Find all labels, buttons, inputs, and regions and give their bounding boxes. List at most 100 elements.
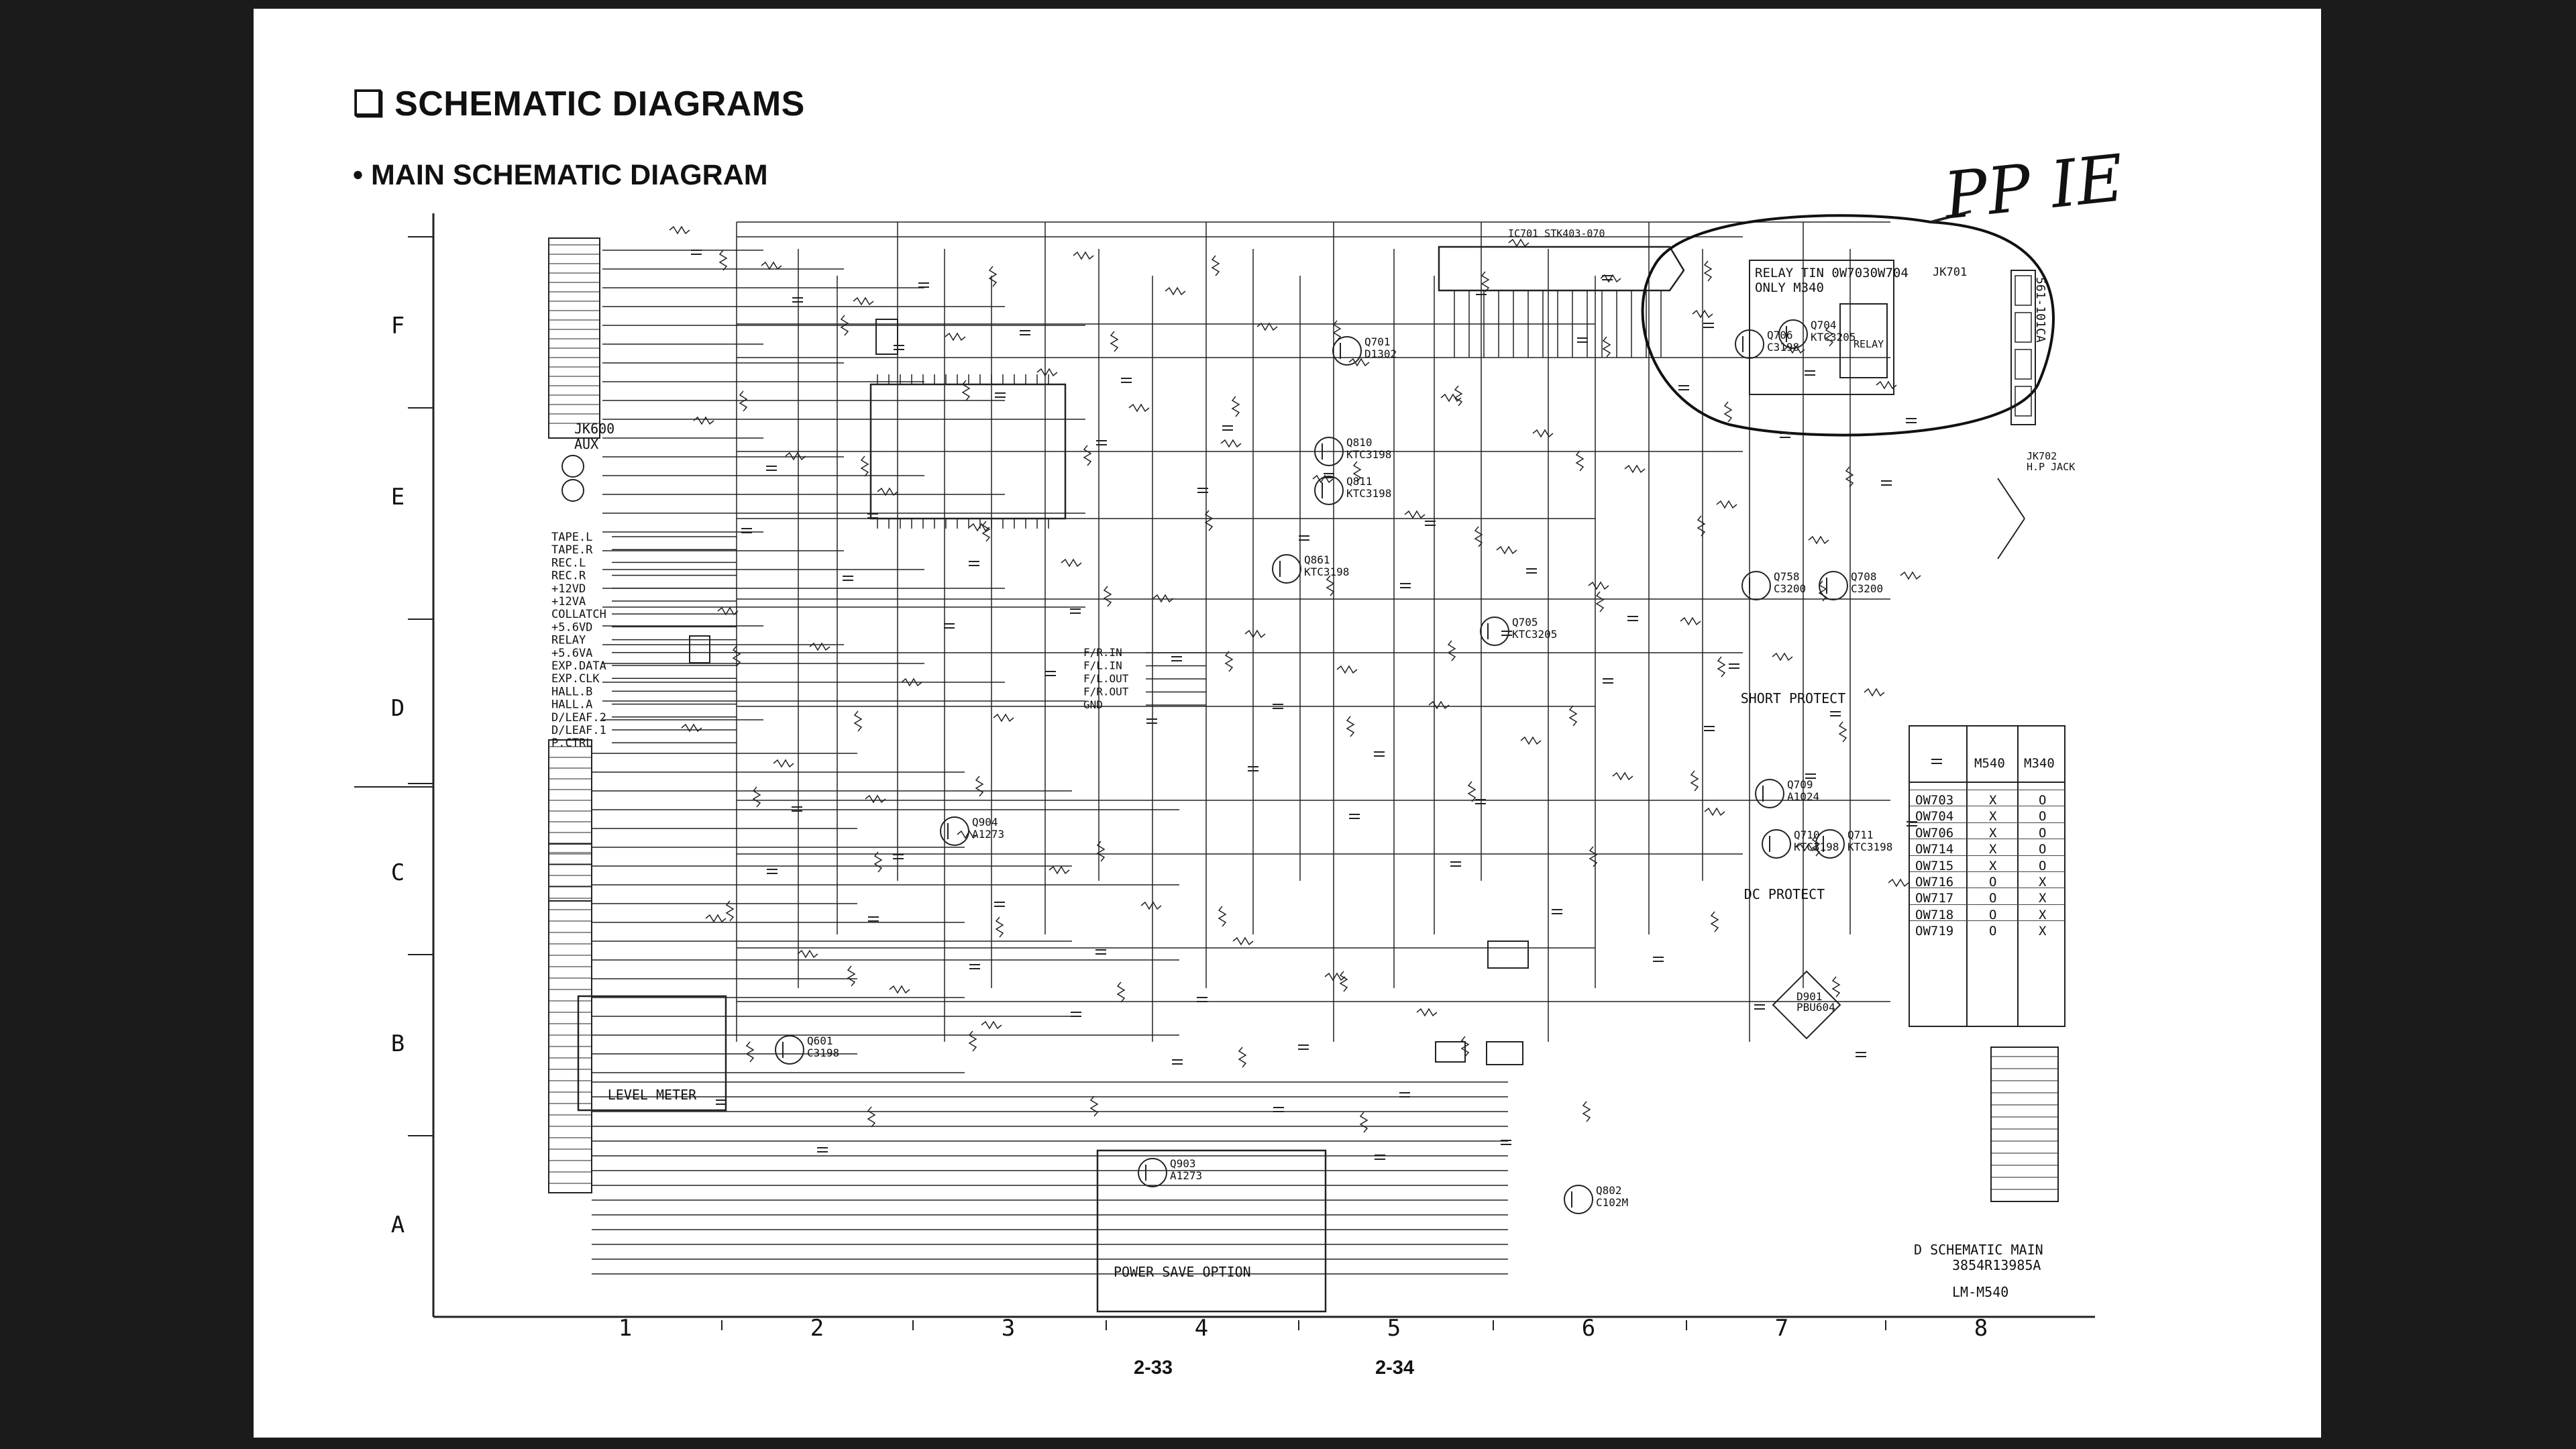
ic701-power-amp xyxy=(1438,246,1685,292)
resistor xyxy=(1690,770,1699,792)
resistor xyxy=(1324,972,1346,981)
resistor xyxy=(1811,835,1821,857)
resistor xyxy=(809,642,830,651)
resistor xyxy=(1220,439,1242,448)
title-block-line3: LM-M540 xyxy=(1952,1284,2008,1300)
option-ref: OW718 xyxy=(1915,907,1954,922)
io-label: F/R.IN xyxy=(1083,646,1122,659)
resistor xyxy=(1864,688,1885,697)
option-table-col-divider xyxy=(1966,727,1968,1026)
regulator-ic xyxy=(1435,1041,1466,1063)
grid-col-label-8: 8 xyxy=(1974,1315,1988,1342)
resistor xyxy=(1481,271,1490,292)
connector-label: TAPE.R xyxy=(551,543,593,557)
option-m540: O xyxy=(1989,907,1997,922)
resistor xyxy=(1218,906,1227,927)
grid-col-label-5: 5 xyxy=(1387,1315,1401,1342)
resistor xyxy=(1796,843,1817,852)
resistor xyxy=(717,606,739,616)
transistor-part: C3198 xyxy=(807,1046,839,1059)
connector-label: REC.R xyxy=(551,570,586,583)
transistor-part: KTC3198 xyxy=(1304,566,1349,578)
resistor xyxy=(1096,841,1106,862)
page-number-right: 2-34 xyxy=(1375,1357,1415,1379)
option-m340: X xyxy=(2039,924,2047,939)
resistor xyxy=(1692,309,1713,319)
transistor-q709 xyxy=(1755,779,1784,808)
resistor xyxy=(945,332,966,341)
resistor xyxy=(865,794,886,804)
resistor xyxy=(961,380,971,401)
grid-row-label-d: D xyxy=(391,695,405,722)
resistor xyxy=(1447,640,1456,661)
connector-label: D/LEAF.2 xyxy=(551,711,606,724)
connector-label: +12VD xyxy=(551,582,586,596)
level-meter-label: LEVEL METER xyxy=(608,1087,697,1103)
resistor xyxy=(1232,936,1254,946)
schematic-page: ❑ SCHEMATIC DIAGRAMS • MAIN SCHEMATIC DI… xyxy=(254,9,2321,1438)
resistor xyxy=(1602,336,1611,358)
resistor xyxy=(853,710,863,732)
grid-col-label-2: 2 xyxy=(810,1315,824,1342)
connector-cn-mid xyxy=(548,739,592,902)
section-title: ❑ SCHEMATIC DIAGRAMS xyxy=(353,85,805,123)
resistor xyxy=(1838,721,1847,743)
resistor xyxy=(1346,716,1355,737)
resistor xyxy=(1326,575,1335,596)
transistor-q601 xyxy=(775,1035,804,1065)
jk701-slot xyxy=(2015,312,2032,343)
connector-cn-bottom xyxy=(548,843,592,1193)
resistor xyxy=(732,645,741,667)
resistor xyxy=(681,723,702,733)
option-m540: X xyxy=(1989,809,1997,824)
transistor-ref: Q705 xyxy=(1512,616,1538,629)
resistor xyxy=(995,916,1004,938)
jk701-part: 561-101CA xyxy=(2033,277,2047,343)
resistor xyxy=(1697,515,1706,537)
grid-row-label-a: A xyxy=(391,1212,405,1238)
transistor-ref: Q708 xyxy=(1851,570,1877,583)
transistor-part: C3200 xyxy=(1851,582,1883,595)
grid-col-label-1: 1 xyxy=(619,1315,632,1342)
resistor xyxy=(1140,901,1162,910)
resistor xyxy=(981,521,991,542)
resistor xyxy=(1256,322,1278,331)
resistor xyxy=(993,713,1014,722)
transistor-ref: Q904 xyxy=(972,816,998,828)
connector-label: P.CTRL xyxy=(551,737,592,750)
relay-box-line1: RELAY TIN 0W7030W704 xyxy=(1755,266,1909,280)
transistor-ref: Q861 xyxy=(1304,553,1330,566)
transistor-part: D1302 xyxy=(1364,347,1397,360)
transistor-q701 xyxy=(1332,336,1362,366)
relay-symbol xyxy=(1839,303,1888,378)
grid-col-label-3: 3 xyxy=(1002,1315,1015,1342)
regulator-ic xyxy=(1487,941,1529,969)
option-table-rule xyxy=(1910,904,2064,905)
transistor-part: C3200 xyxy=(1774,582,1806,595)
relay-box-line2: ONLY M340 xyxy=(1755,280,1824,295)
resistor xyxy=(1582,1101,1591,1122)
connector-label: RELAY xyxy=(551,634,586,647)
option-ref: OW715 xyxy=(1915,858,1954,873)
option-table-header-m540: M540 xyxy=(1974,756,2005,771)
resistor xyxy=(1336,665,1358,674)
resistor xyxy=(1680,616,1701,626)
resistor xyxy=(1416,1008,1438,1017)
connector-label: COLLATCH xyxy=(551,608,606,621)
power-save-block xyxy=(1096,1149,1327,1313)
resistor xyxy=(1575,450,1585,472)
jk701-slot xyxy=(2015,275,2032,306)
bridge-rectifier xyxy=(1772,970,1841,1040)
resistor xyxy=(1496,545,1517,555)
transistor-part: C102M xyxy=(1596,1196,1628,1209)
regulator-ic xyxy=(1486,1041,1523,1065)
transistor-ref: Q701 xyxy=(1364,335,1391,348)
resistor xyxy=(1825,325,1834,347)
title-block-line2: 3854R13985A xyxy=(1952,1257,2041,1273)
grid-col-label-4: 4 xyxy=(1195,1315,1208,1342)
resistor xyxy=(1831,976,1841,998)
resistor xyxy=(1845,466,1854,488)
jk702-ref: JK702 xyxy=(2027,450,2057,462)
